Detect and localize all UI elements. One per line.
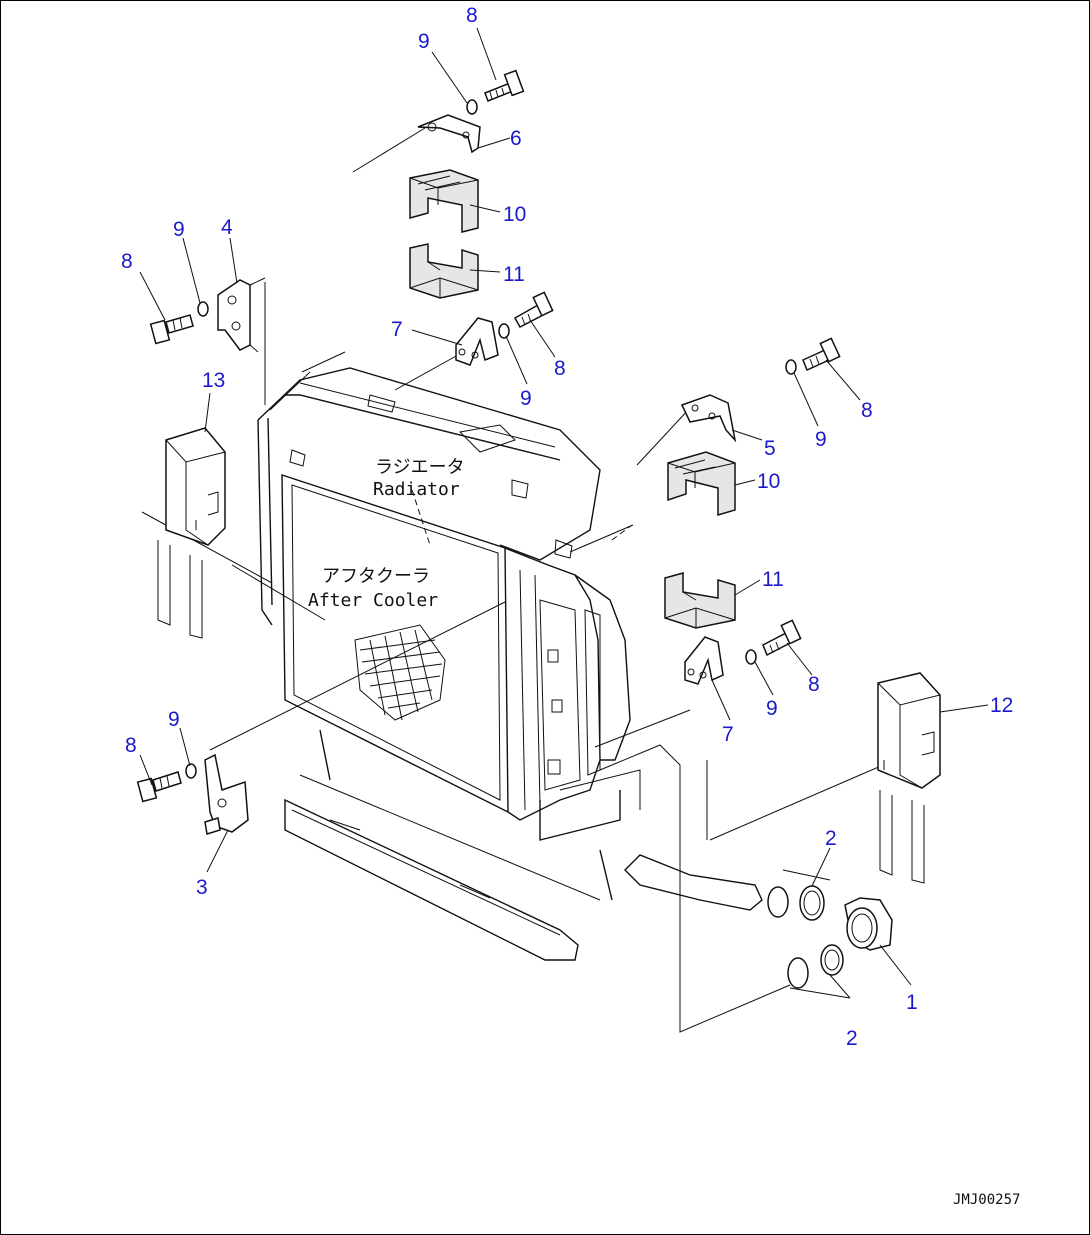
part-10-right-cushion xyxy=(667,451,736,517)
core-grille xyxy=(354,624,446,721)
callout-8: 8 xyxy=(466,4,478,27)
part-11-top-cushion xyxy=(409,243,479,299)
bolt-8-left-lower xyxy=(136,763,197,803)
bolt-8-right-upper xyxy=(785,337,841,375)
callout-8: 8 xyxy=(121,250,133,273)
callout-8: 8 xyxy=(125,734,137,757)
label-aftercooler-jp: アフタクーラ xyxy=(322,566,430,587)
callout-9: 9 xyxy=(173,218,185,241)
part-13-cover xyxy=(157,427,226,639)
callout-9: 9 xyxy=(815,428,827,451)
callout-12: 12 xyxy=(990,694,1013,717)
callout-11: 11 xyxy=(762,568,784,591)
callout-5: 5 xyxy=(764,437,776,460)
part-12-cover xyxy=(877,672,941,884)
callout-8: 8 xyxy=(554,357,566,380)
hose-pipe xyxy=(624,854,763,911)
callout-13: 13 xyxy=(202,369,225,392)
callout-2: 2 xyxy=(846,1027,858,1050)
callout-7: 7 xyxy=(722,723,734,746)
bolt-8-right-lower xyxy=(745,619,802,665)
callout-9: 9 xyxy=(520,387,532,410)
callout-7: 7 xyxy=(391,318,403,341)
callout-4: 4 xyxy=(221,216,233,239)
bolt-8-top xyxy=(466,69,525,115)
part-7-lower-bracket xyxy=(684,636,724,685)
part-7-upper-bracket xyxy=(455,317,499,366)
callout-6: 6 xyxy=(510,127,522,150)
bolt-8-upper-mid xyxy=(498,291,554,339)
bottom-support xyxy=(284,729,641,961)
callout-8: 8 xyxy=(808,673,820,696)
part-11-right-cushion xyxy=(664,572,736,629)
callout-10: 10 xyxy=(757,470,780,493)
part-3-bracket xyxy=(204,753,249,835)
part-10-top-cushion xyxy=(409,169,479,233)
callout-2: 2 xyxy=(825,827,837,850)
part-5-bracket xyxy=(680,394,737,443)
clamps-2 xyxy=(767,885,844,989)
label-radiator-jp: ラジエータ xyxy=(375,457,465,478)
callout-11: 11 xyxy=(503,263,525,286)
callout-9: 9 xyxy=(766,697,778,720)
leader-lines xyxy=(139,27,989,999)
label-radiator-en: Radiator xyxy=(373,479,460,500)
callout-9: 9 xyxy=(168,708,180,731)
part-1-hose xyxy=(844,897,893,951)
label-aftercooler-en: After Cooler xyxy=(308,590,438,611)
bolt-8-left-upper xyxy=(149,301,209,345)
callout-9: 9 xyxy=(418,30,430,53)
part-4-bracket xyxy=(217,277,266,353)
callout-8: 8 xyxy=(861,399,873,422)
assembly-lines xyxy=(141,127,896,1033)
callout-1: 1 xyxy=(906,991,918,1014)
assembly-labels: ラジエータ Radiator アフタクーラ After Cooler JMJ00… xyxy=(308,457,1020,1208)
callout-3: 3 xyxy=(196,876,208,899)
part-6-bracket xyxy=(417,114,481,154)
callout-10: 10 xyxy=(503,203,526,226)
drawing-code: JMJ00257 xyxy=(953,1192,1020,1208)
callouts: 8 9 6 10 11 9 4 8 7 8 9 13 8 9 5 10 11 8… xyxy=(121,4,1013,1050)
